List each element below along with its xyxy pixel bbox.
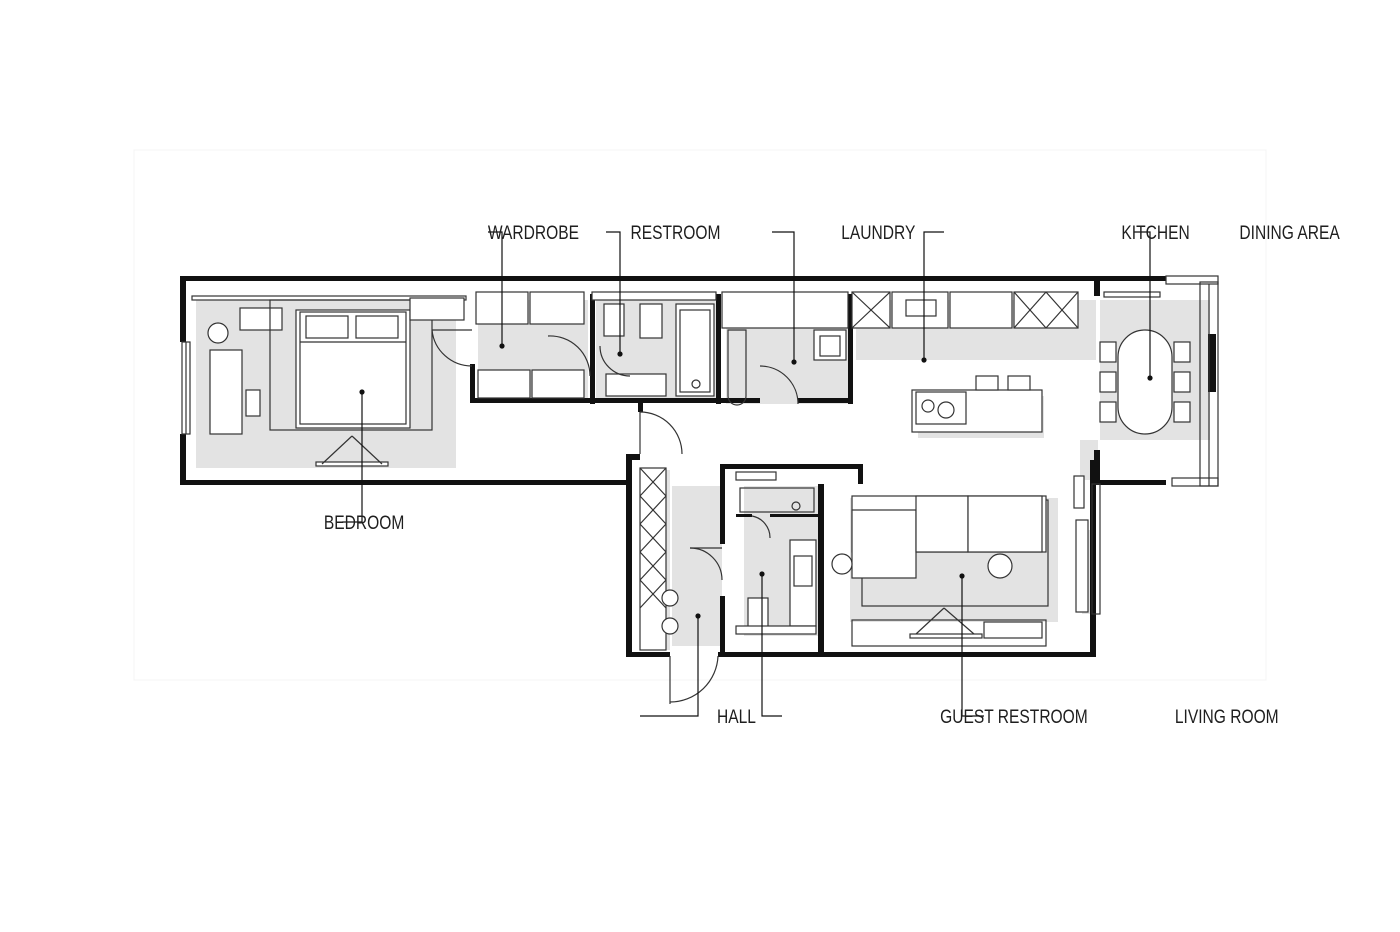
label-restroom: RESTROOM: [631, 222, 721, 244]
label-laundry: LAUNDRY: [841, 222, 915, 244]
drawing-frame: [133, 149, 1267, 681]
living-room-furniture: [831, 475, 1089, 647]
hall-fixtures: [639, 411, 723, 704]
label-kitchen: KITCHEN: [1121, 222, 1189, 244]
leader-lines: [342, 231, 1153, 717]
exterior-walls: [180, 276, 1216, 657]
label-bedroom: BEDROOM: [324, 512, 404, 534]
room-labels: WARDROBE RESTROOM LAUNDRY KITCHEN DINING…: [324, 222, 1340, 728]
label-guest-restroom: GUEST RESTROOM: [940, 706, 1088, 728]
bedroom-furniture: [191, 295, 473, 467]
guest-restroom-fixtures: [735, 471, 817, 635]
windows: [181, 275, 1219, 615]
label-living-room: LIVING ROOM: [1175, 706, 1279, 728]
label-dining-area: DINING AREA: [1239, 222, 1340, 244]
interior-walls: [470, 294, 863, 656]
label-hall: HALL: [717, 706, 756, 728]
restroom-fixtures: [591, 291, 717, 397]
label-wardrobe: WARDROBE: [488, 222, 579, 244]
laundry-fixtures: [721, 291, 849, 406]
dining-furniture: [1099, 329, 1191, 435]
kitchen-fixtures: [851, 291, 1079, 433]
